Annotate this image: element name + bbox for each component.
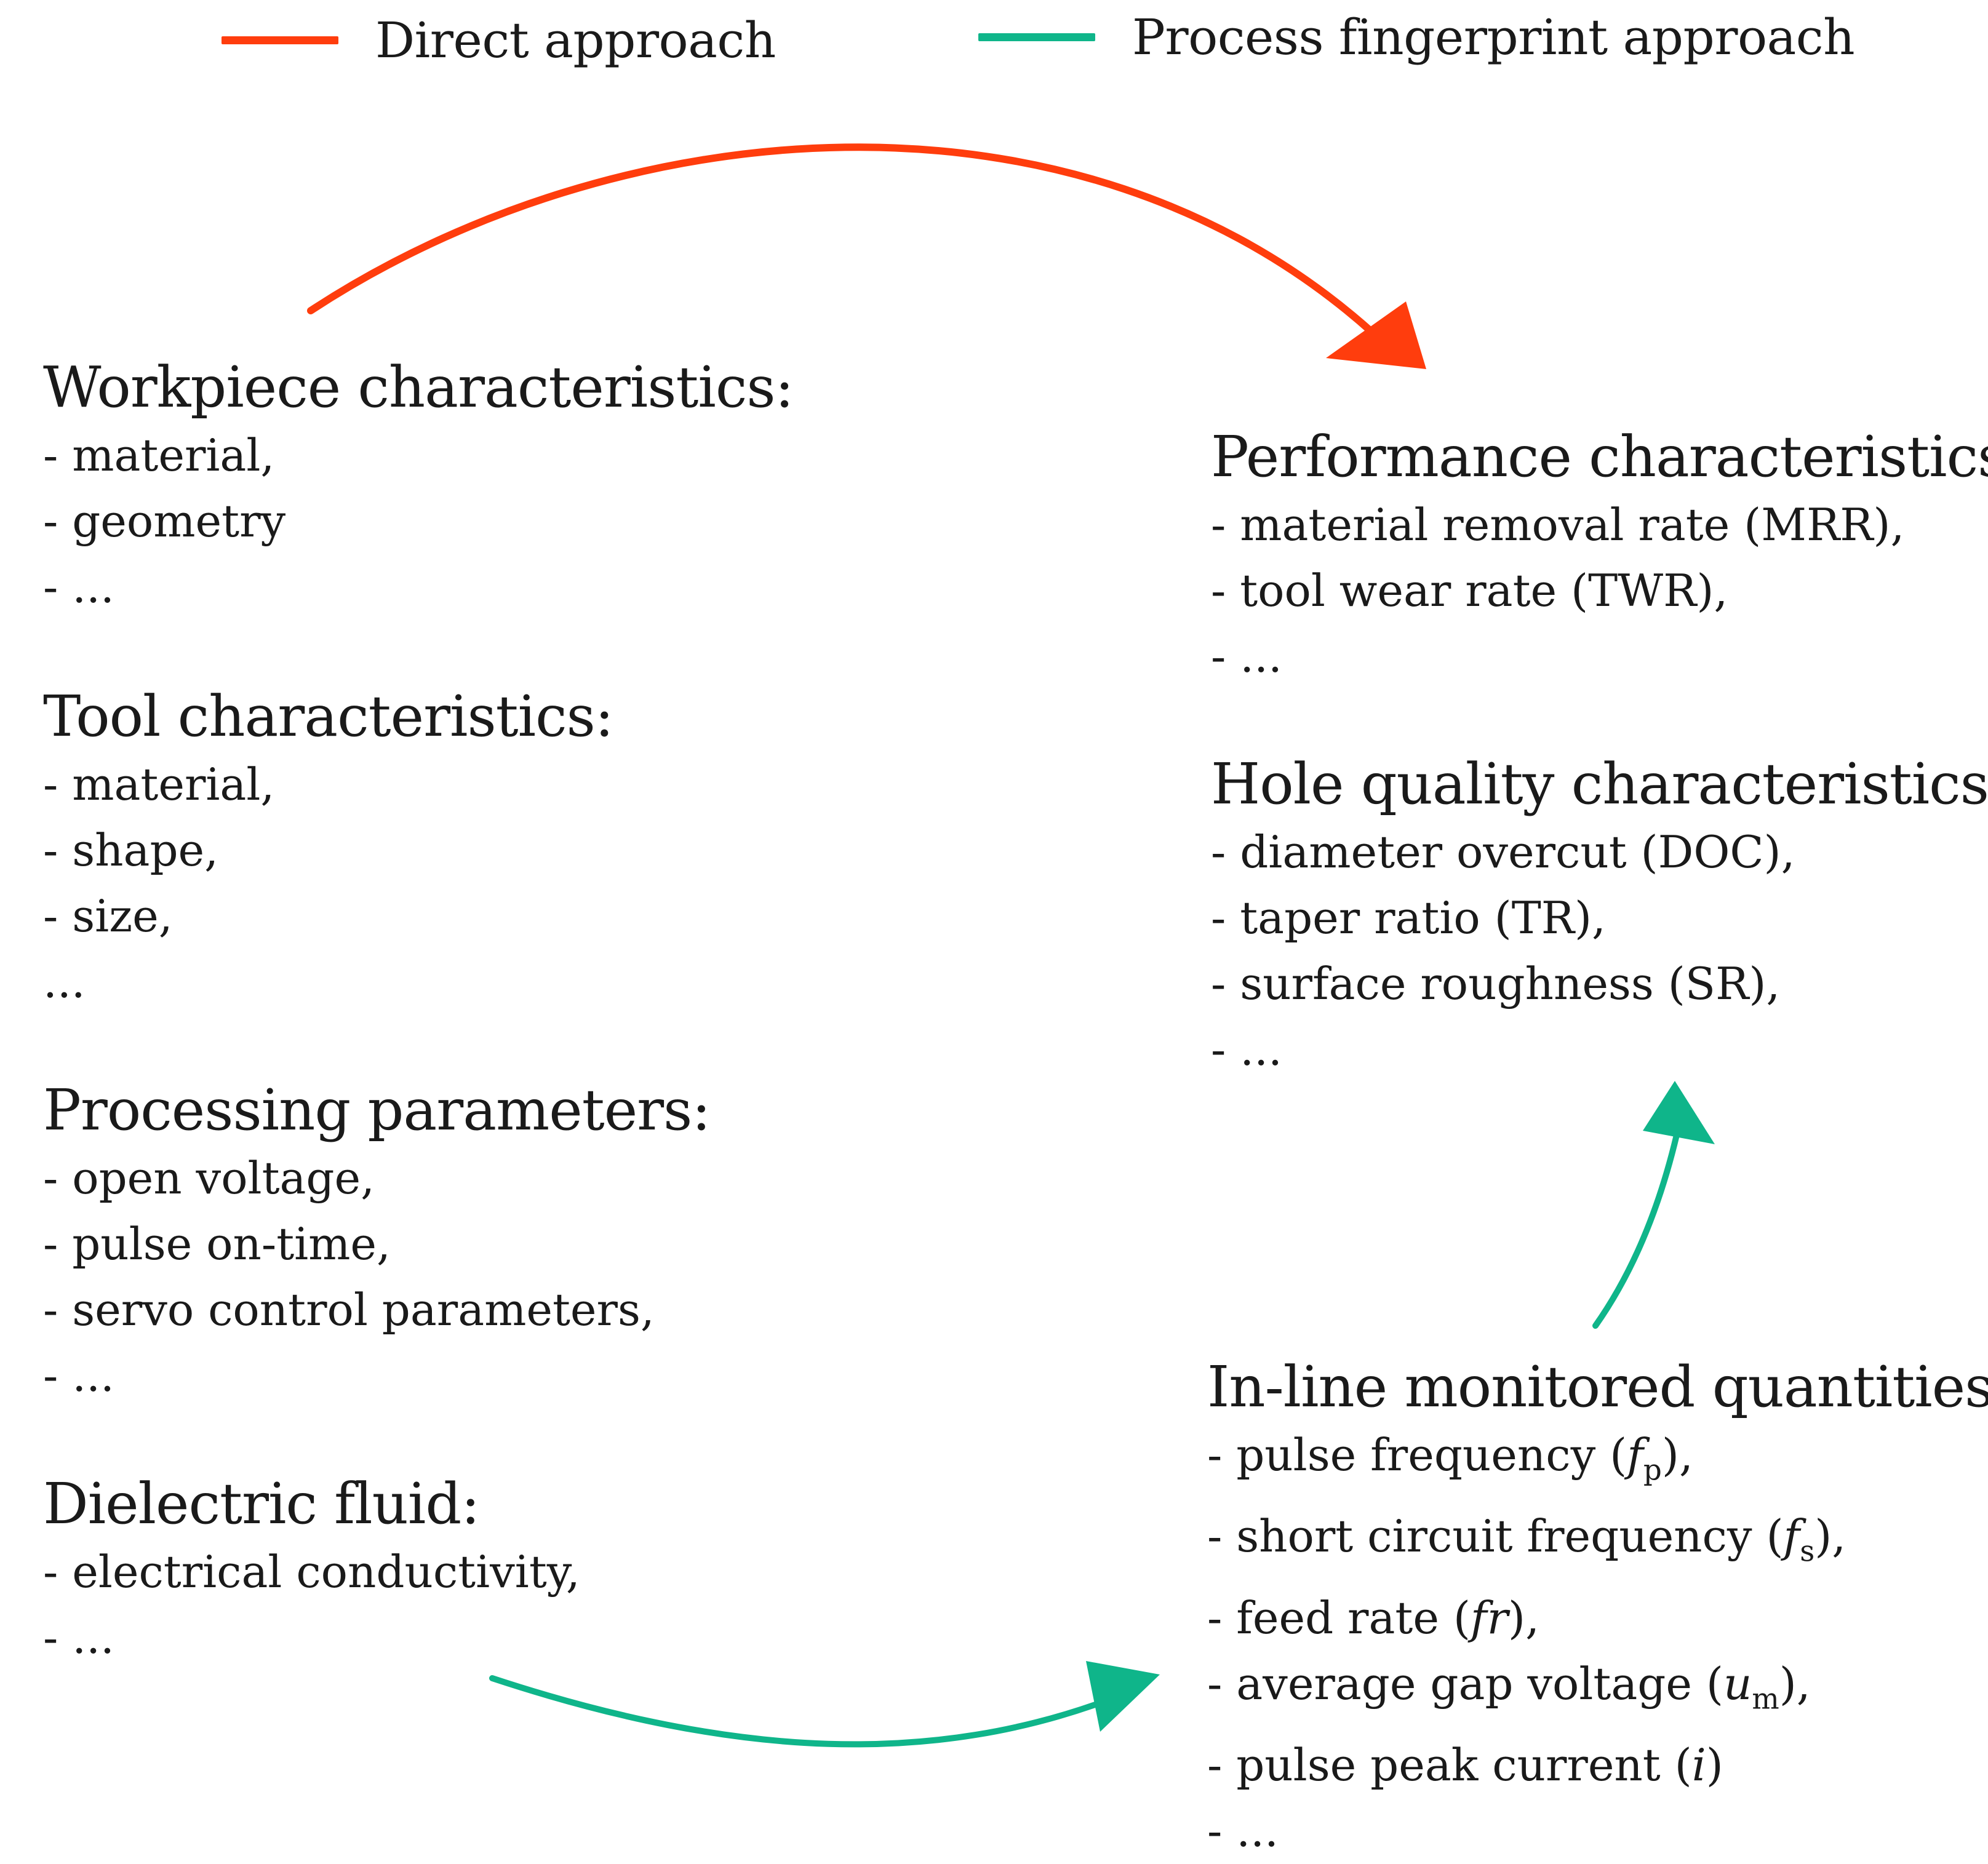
inline-item: - feed rate (fr),	[1207, 1585, 1988, 1651]
legend-direct-label: Direct approach	[375, 11, 776, 69]
inline-item-suffix: ),	[1779, 1657, 1811, 1710]
list-item: - taper ratio (TR),	[1211, 892, 1606, 944]
inline-item-prefix: - average gap voltage (	[1207, 1657, 1723, 1710]
list-item: - pulse on-time,	[43, 1218, 391, 1270]
direct-arrow	[307, 143, 1426, 369]
fingerprint-arrow-bottom	[489, 1661, 1160, 1748]
performance-list: - material removal rate (MRR), - tool wea…	[1211, 492, 1988, 690]
list-item: - geometry	[43, 495, 286, 547]
inline-item-suffix: )	[1706, 1739, 1723, 1791]
direct-arrowhead	[1326, 301, 1426, 369]
inline-item-subscript: p	[1643, 1454, 1662, 1488]
fingerprint-arrow-bottom-curve	[489, 1675, 1117, 1748]
inline-item-prefix: - pulse peak current (	[1207, 1739, 1692, 1791]
inline-item-symbol: f	[1783, 1510, 1800, 1563]
inline-title: In-line monitored quantities:	[1207, 1354, 1988, 1420]
legend-fingerprint-label: Process fingerprint approach	[1132, 8, 1855, 66]
legend-direct-swatch	[222, 36, 338, 44]
performance-block: Performance characteristics: - material …	[1211, 423, 1988, 690]
inline-item: - pulse frequency (fp),	[1207, 1422, 1988, 1504]
dielectric-list: - electrical conductivity, - ...	[43, 1539, 580, 1671]
list-item: - ...	[43, 1350, 114, 1401]
list-item: - ...	[43, 561, 114, 613]
list-item: - shape,	[43, 824, 219, 876]
dielectric-block: Dielectric fluid: - electrical conductiv…	[43, 1470, 580, 1671]
list-item: - material,	[43, 759, 275, 810]
tool-title: Tool characteristics:	[43, 683, 614, 749]
inline-item-symbol: f	[1627, 1429, 1643, 1481]
dielectric-title: Dielectric fluid:	[43, 1471, 480, 1537]
inline-item: - short circuit frequency (fs),	[1207, 1504, 1988, 1585]
inline-item-symbol: u	[1723, 1657, 1752, 1710]
fingerprint-arrowhead-bottom	[1086, 1661, 1160, 1732]
inline-item-subscript: m	[1752, 1683, 1779, 1716]
inline-item: - average gap voltage (um),	[1207, 1651, 1988, 1732]
direct-arrow-curve	[307, 143, 1376, 336]
inline-item-prefix: - short circuit frequency (	[1207, 1510, 1784, 1563]
list-item: - open voltage,	[43, 1152, 375, 1204]
workpiece-list: - material, - geometry - ...	[43, 423, 794, 620]
hole-quality-list: - diameter overcut (DOC), - taper ratio (…	[1211, 819, 1988, 1083]
hole-quality-title: Hole quality characteristics:	[1211, 751, 1988, 817]
inline-list: - pulse frequency (fp), - short circuit …	[1207, 1422, 1988, 1864]
list-item: - diameter overcut (DOC),	[1211, 826, 1795, 878]
fingerprint-arrowhead-up	[1643, 1081, 1715, 1144]
inline-item-prefix: - ...	[1207, 1805, 1279, 1857]
legend-direct: Direct approach	[222, 12, 776, 69]
list-item: - surface roughness (SR),	[1211, 958, 1781, 1010]
inline-item-prefix: - feed rate (	[1207, 1591, 1471, 1644]
list-item: - electrical conductivity,	[43, 1546, 580, 1598]
inline-item-suffix: ),	[1814, 1510, 1846, 1563]
tool-list: - material, - shape, - size,...	[43, 752, 613, 1015]
inline-block: In-line monitored quantities: - pulse fr…	[1207, 1353, 1988, 1864]
processing-block: Processing parameters: - open voltage,- …	[43, 1077, 711, 1409]
inline-item-suffix: ),	[1661, 1429, 1693, 1481]
list-item: - servo control parameters,	[43, 1284, 655, 1336]
legend-fingerprint: Process fingerprint approach	[978, 9, 1855, 66]
workpiece-block: Workpiece characteristics: - material,- …	[43, 354, 794, 620]
list-item: - material removal rate (MRR),	[1211, 499, 1905, 551]
list-item: - size,	[43, 890, 173, 942]
list-item: - ...	[43, 1612, 114, 1663]
list-item: - ...	[1211, 631, 1282, 682]
processing-title: Processing parameters:	[43, 1077, 711, 1143]
inline-item: - pulse peak current (i)	[1207, 1732, 1988, 1798]
list-item: ...	[43, 956, 86, 1008]
performance-title: Performance characteristics:	[1211, 424, 1988, 490]
tool-block: Tool characteristics: - material, - shape…	[43, 683, 614, 1015]
hole-quality-block: Hole quality characteristics: - diameter…	[1211, 751, 1988, 1083]
legend-fingerprint-swatch	[978, 33, 1095, 41]
inline-item: - ...	[1207, 1798, 1988, 1864]
inline-item-prefix: - pulse frequency (	[1207, 1429, 1627, 1481]
fingerprint-arrow-up-curve	[1592, 1132, 1680, 1329]
inline-item-symbol: fr	[1470, 1591, 1508, 1644]
processing-list: - open voltage, - pulse on-time, - servo c…	[43, 1145, 710, 1409]
inline-item-subscript: s	[1800, 1535, 1815, 1569]
workpiece-title: Workpiece characteristics:	[43, 354, 794, 420]
inline-item-symbol: i	[1691, 1739, 1706, 1791]
list-item: - ...	[1211, 1024, 1282, 1075]
inline-item-suffix: ),	[1508, 1591, 1539, 1644]
list-item: - tool wear rate (TWR),	[1211, 565, 1728, 616]
fingerprint-arrow-up	[1592, 1081, 1715, 1329]
list-item: - material,	[43, 429, 275, 481]
